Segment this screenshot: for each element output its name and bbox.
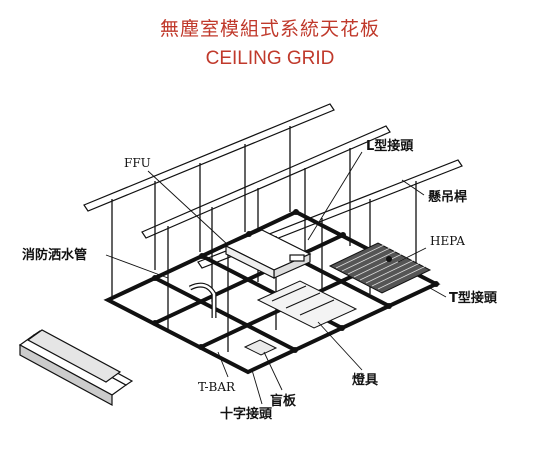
- title-chinese: 無塵室模組式系統天花板: [159, 18, 380, 40]
- label-t-joint: T型接頭: [449, 290, 498, 306]
- label-hepa: HEPA: [430, 234, 465, 248]
- leader-lines: [105, 151, 447, 405]
- label-light-fixture: 燈具: [352, 372, 378, 388]
- label-l-joint: L型接頭: [366, 138, 414, 154]
- ffu-unit: [224, 229, 312, 279]
- top-rail-1: [83, 103, 335, 212]
- top-rail-2: [141, 125, 391, 239]
- label-blind-panel: 盲板: [270, 393, 297, 409]
- blind-panel: [243, 339, 278, 356]
- grid-joints: [152, 209, 439, 353]
- t-bar-profile: [18, 329, 134, 407]
- light-fixture: [256, 280, 358, 329]
- label-sprinkler-pipe: 消防洒水管: [22, 247, 87, 263]
- label-ffu: FFU: [124, 156, 151, 170]
- label-t-bar: T-BAR: [198, 380, 236, 394]
- title-english: CEILING GRID: [205, 48, 335, 69]
- label-cross-joint: 十字接頭: [220, 406, 273, 422]
- hepa-panel: [328, 242, 432, 294]
- label-hanger-rod: 懸吊桿: [428, 189, 467, 205]
